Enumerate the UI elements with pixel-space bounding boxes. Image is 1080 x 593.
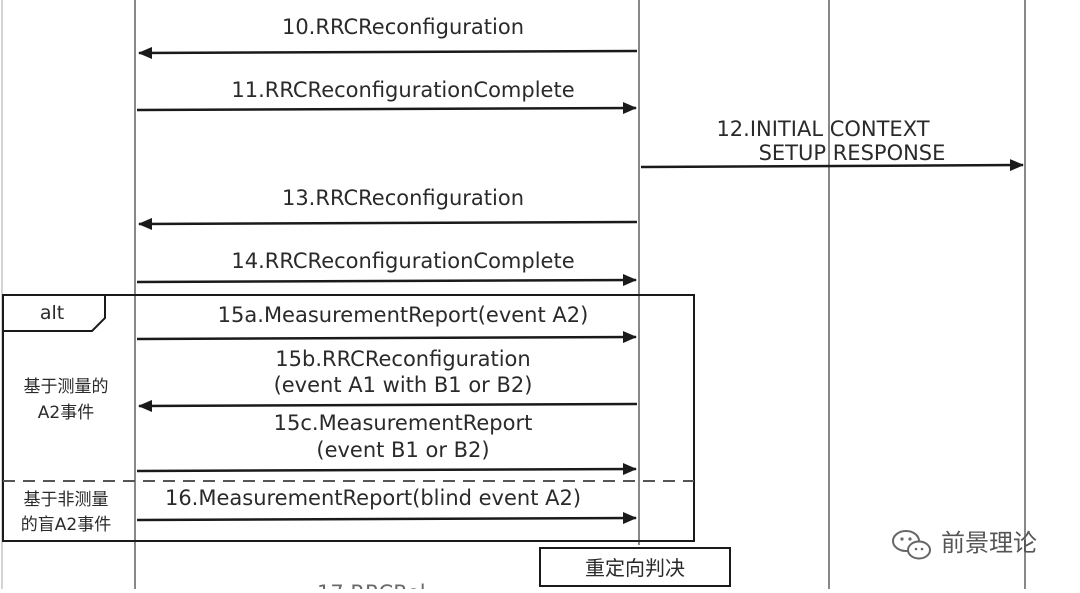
- msg-12-label-line1: 12.INITIAL CONTEXT: [716, 117, 929, 141]
- msg-10-arrow: [138, 46, 638, 59]
- msg-14-arrow: [136, 274, 637, 287]
- alt-guard2-line1: 基于非测量: [24, 490, 109, 510]
- watermark-text: 前景理论: [941, 529, 1037, 557]
- msg-15a-label: 15a.MeasurementReport(event A2): [218, 303, 589, 327]
- msg-13-label: 13.RRCReconfiguration: [282, 186, 524, 210]
- msg-13-arrow: [138, 217, 638, 230]
- msg-15c-label-line2: (event B1 or B2): [316, 438, 489, 462]
- msg-14-label: 14.RRCReconfigurationComplete: [231, 249, 574, 273]
- msg-15c-arrow: [136, 463, 637, 476]
- redirect-decision-box: [539, 547, 731, 587]
- wechat-icon: [892, 530, 931, 560]
- msg-17-label-partial: 17.RRCRel...: [317, 581, 446, 589]
- msg-12-arrow: [640, 159, 1024, 172]
- msg-15c-label-line1: 15c.MeasurementReport: [274, 411, 533, 435]
- msg-15b-arrow: [138, 399, 638, 412]
- msg-15a-arrow: [136, 331, 637, 344]
- redirect-decision-label: 重定向判决: [585, 556, 685, 580]
- msg-11-arrow: [136, 102, 637, 115]
- alt-guard1-line1: 基于测量的: [24, 377, 109, 397]
- msg-15b-label-line2: (event A1 with B1 or B2): [274, 373, 533, 397]
- msg-16-arrow: [136, 512, 637, 525]
- alt-frame: [2, 294, 695, 542]
- msg-10-label: 10.RRCReconfiguration: [282, 15, 524, 39]
- alt-tag-label: alt: [40, 302, 64, 324]
- alt-guard2-line2: 的盲A2事件: [21, 515, 111, 535]
- msg-12-label-line2: SETUP RESPONSE: [759, 141, 946, 165]
- alt-tag-box: [3, 294, 106, 332]
- alt-guard1-line2: A2事件: [38, 403, 94, 423]
- msg-11-label: 11.RRCReconfigurationComplete: [231, 78, 574, 102]
- msg-16-label: 16.MeasurementReport(blind event A2): [165, 486, 581, 510]
- msg-15b-label-line1: 15b.RRCReconfiguration: [275, 347, 530, 371]
